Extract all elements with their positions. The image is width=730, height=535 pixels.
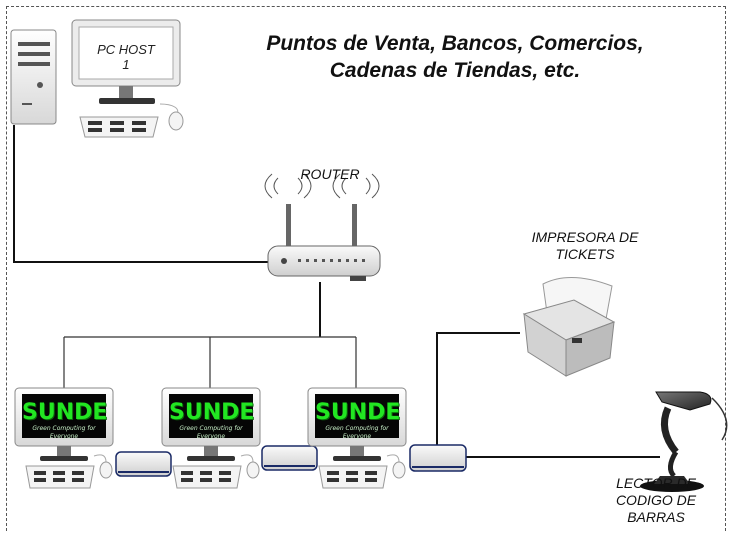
terminal-2-tagline: Green Computing for Everyone xyxy=(179,425,243,440)
diagram-title: Puntos de Venta, Bancos, Comercios, Cade… xyxy=(250,30,660,84)
terminal-3-graphics xyxy=(307,387,467,489)
terminal-bus-lines xyxy=(63,336,357,388)
host-keyboard-icon xyxy=(79,116,159,138)
terminal-2-screen: SUNDE Green Computing for Everyone xyxy=(169,400,255,441)
terminal-3-brand: SUNDE xyxy=(315,400,401,425)
title-line-1: Puntos de Venta, Bancos, Comercios, xyxy=(266,32,644,55)
terminal-2-graphics xyxy=(161,387,318,489)
terminal-1-brand: SUNDE xyxy=(22,400,108,425)
scanner-label-line-1: LECTOR DE xyxy=(616,475,696,491)
connection-lines xyxy=(13,125,660,458)
host-pc-label: PC HOST 1 xyxy=(97,42,155,72)
terminal-3-screen: SUNDE Green Computing for Everyone xyxy=(315,400,401,441)
terminal-2-brand: SUNDE xyxy=(169,400,255,425)
printer-link-line xyxy=(436,332,520,445)
host-monitor-icon xyxy=(71,19,181,104)
scanner-label-line-2: CODIGO DE BARRAS xyxy=(615,492,697,525)
terminal-1-screen: SUNDE Green Computing for Everyone xyxy=(22,400,108,441)
printer-label: IMPRESORA DE TICKETS xyxy=(520,229,650,263)
title-line-2: Cadenas de Tiendas, etc. xyxy=(329,59,581,82)
dashed-frame xyxy=(6,6,726,531)
printer-label-line-2: TICKETS xyxy=(555,246,615,262)
scanner-label: LECTOR DE CODIGO DE BARRAS xyxy=(586,475,726,526)
terminal-1-graphics xyxy=(14,387,172,489)
terminal-3-tagline: Green Computing for Everyone xyxy=(325,425,389,440)
host-to-router-line xyxy=(13,125,272,263)
host-tower-icon xyxy=(10,29,57,125)
host-mouse-icon xyxy=(159,103,184,131)
ticket-printer-icon xyxy=(522,276,616,377)
barcode-scanner-icon xyxy=(640,391,728,492)
terminal-1-tagline: Green Computing for Everyone xyxy=(32,425,96,440)
router-label: ROUTER xyxy=(300,166,360,182)
router-icon xyxy=(264,173,381,281)
printer-label-line-1: IMPRESORA DE xyxy=(531,229,639,245)
